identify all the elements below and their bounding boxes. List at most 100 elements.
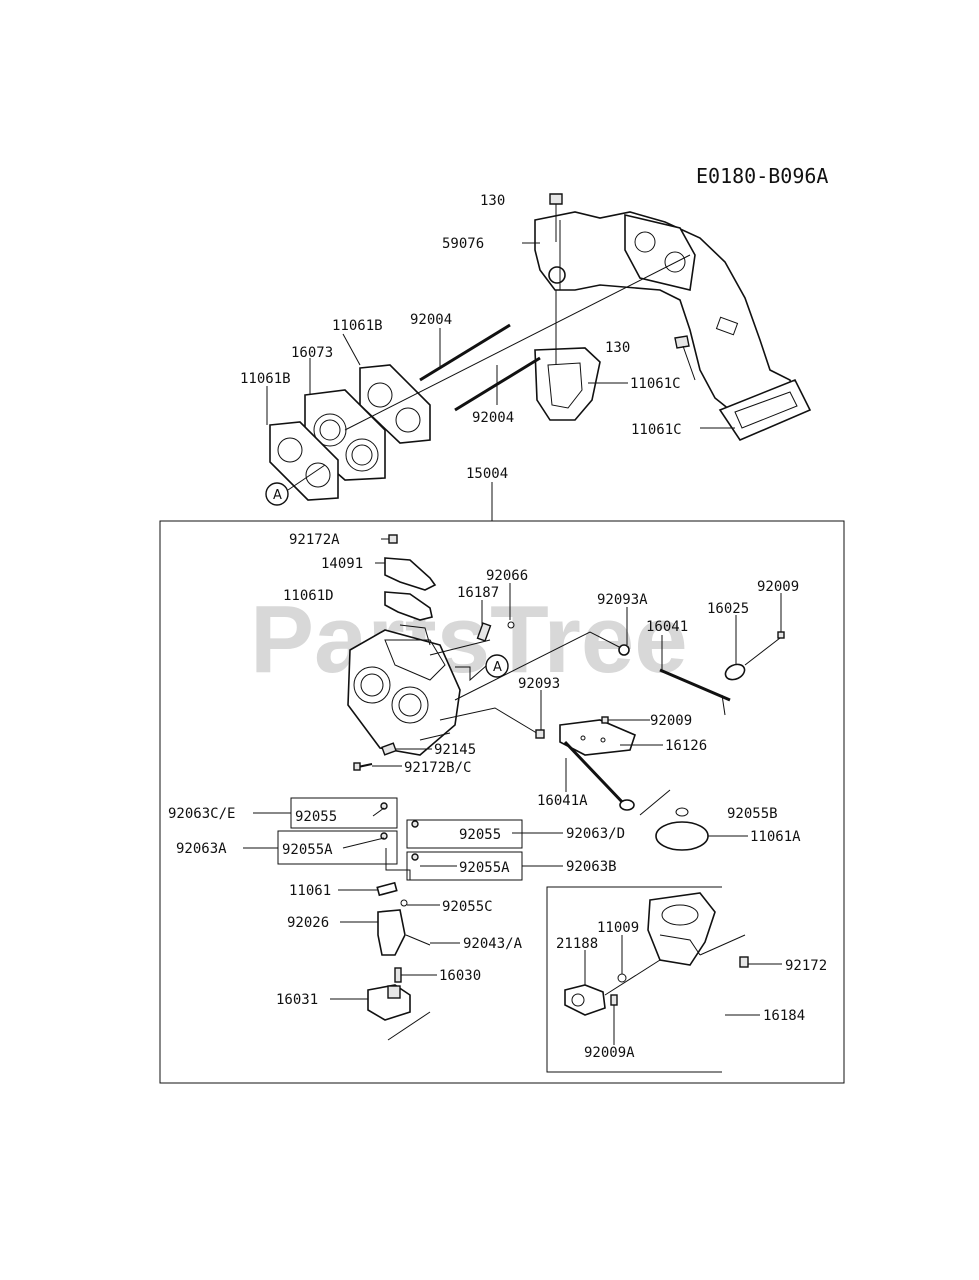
label-11009: 11009 xyxy=(597,920,639,936)
throttle-shaft-16041A xyxy=(563,740,635,811)
ref-marker-a-top xyxy=(265,482,289,506)
label-92172: 92172 xyxy=(785,958,827,974)
carburetor-body xyxy=(347,624,461,756)
label-92009A: 92009A xyxy=(584,1045,635,1061)
label-92004-top: 92004 xyxy=(410,312,452,328)
jet-line xyxy=(385,848,411,880)
label-16073: 16073 xyxy=(291,345,333,361)
watermark: PartsTree xyxy=(250,586,688,693)
jet-92055-b xyxy=(411,820,419,828)
bowl-axis-line xyxy=(639,789,671,816)
label-16031: 16031 xyxy=(276,992,318,1008)
label-92009-top: 92009 xyxy=(757,579,799,595)
label-92063B: 92063B xyxy=(566,859,617,875)
ref-marker-a-top-text: A xyxy=(273,488,282,503)
throttle-plate-16126 xyxy=(559,719,636,756)
label-92172BC: 92172B/C xyxy=(404,760,471,776)
label-16187: 16187 xyxy=(457,585,499,601)
label-130-right: 130 xyxy=(605,340,630,356)
label-16041: 16041 xyxy=(646,619,688,635)
label-11061C-lower: 11061C xyxy=(631,422,682,438)
oring-92055B xyxy=(675,807,689,817)
line-92009-top xyxy=(744,637,781,666)
float-bowl-box xyxy=(546,886,722,1073)
gasket-11061D xyxy=(384,591,433,621)
oring-92055C xyxy=(400,899,408,907)
throttle-line xyxy=(439,707,541,736)
jet-92055-a xyxy=(380,802,388,810)
label-92055-b: 92055 xyxy=(459,827,501,843)
line-16187 xyxy=(429,639,491,656)
diagram-code: E0180-B096A xyxy=(696,164,828,188)
gasket-11061B-left xyxy=(269,421,339,501)
label-92055A-b: 92055A xyxy=(459,860,510,876)
nozzle-11061 xyxy=(376,881,398,897)
solenoid-21188 xyxy=(564,984,606,1016)
screw-92172A xyxy=(388,534,398,544)
label-21188: 21188 xyxy=(556,936,598,952)
gasket-11061C-upper xyxy=(534,347,601,421)
leader-lines xyxy=(243,242,782,1045)
label-92026: 92026 xyxy=(287,915,329,931)
label-92172A: 92172A xyxy=(289,532,340,548)
label-11061C-upper: 11061C xyxy=(630,376,681,392)
ring-92066 xyxy=(507,621,515,629)
label-11061A: 11061A xyxy=(750,829,801,845)
label-14091: 14091 xyxy=(321,556,363,572)
emulsion-tube-92026 xyxy=(377,909,406,956)
label-16030: 16030 xyxy=(439,968,481,984)
label-92004-mid: 92004 xyxy=(472,410,514,426)
intake-manifold xyxy=(534,211,796,421)
label-92145: 92145 xyxy=(434,742,476,758)
label-59076: 59076 xyxy=(442,236,484,252)
label-92093A: 92093A xyxy=(597,592,648,608)
choke-shaft-16041 xyxy=(659,668,731,716)
solenoid-line xyxy=(604,959,661,996)
label-11061B-left: 11061B xyxy=(240,371,291,387)
label-92063CE: 92063C/E xyxy=(168,806,235,822)
stud-92004 xyxy=(419,323,541,412)
label-92063D: 92063/D xyxy=(566,826,625,842)
label-130-top: 130 xyxy=(480,193,505,209)
float-bowl-16184 xyxy=(647,892,716,966)
label-92093: 92093 xyxy=(518,676,560,692)
label-11061D: 11061D xyxy=(283,588,334,604)
ref-marker-leader xyxy=(287,464,326,491)
needle-16030 xyxy=(394,967,402,983)
label-92063A: 92063A xyxy=(176,841,227,857)
needle-92043A xyxy=(405,934,431,946)
alignment-line xyxy=(344,254,691,431)
label-92055-a: 92055 xyxy=(295,809,337,825)
screw-92009A xyxy=(610,994,618,1006)
float-axis xyxy=(387,1011,431,1041)
float-16031 xyxy=(367,984,411,1021)
label-92055C: 92055C xyxy=(442,899,493,915)
plug-16187 xyxy=(476,622,492,642)
screw-92172 xyxy=(739,956,749,968)
manifold-bolt-130 xyxy=(549,193,563,242)
seal-92093A xyxy=(618,644,630,656)
label-92043A: 92043/A xyxy=(463,936,523,952)
label-16126: 16126 xyxy=(665,738,707,754)
label-16025: 16025 xyxy=(707,601,749,617)
gasket-11061A xyxy=(655,821,709,851)
washer-11009 xyxy=(617,973,627,983)
screw-92145 xyxy=(381,742,397,756)
label-16184: 16184 xyxy=(763,1008,805,1024)
label-92066: 92066 xyxy=(486,568,528,584)
label-92055A-a: 92055A xyxy=(282,842,333,858)
choke-line xyxy=(454,631,626,701)
choke-plate-16025 xyxy=(724,663,746,681)
seal-92093 xyxy=(535,729,545,739)
screw-92172BC xyxy=(353,762,373,771)
label-11061B-top: 11061B xyxy=(332,318,383,334)
jet-92055A-b xyxy=(411,853,419,861)
label-92055B: 92055B xyxy=(727,806,778,822)
label-15004: 15004 xyxy=(466,466,508,482)
bracket-92063D xyxy=(406,819,523,849)
label-11061: 11061 xyxy=(289,883,331,899)
screw-92009-mid xyxy=(601,716,609,724)
bowl-screw-line xyxy=(699,934,746,956)
gasket-11061C-lower xyxy=(718,378,812,441)
screw-92009-top xyxy=(777,631,785,639)
